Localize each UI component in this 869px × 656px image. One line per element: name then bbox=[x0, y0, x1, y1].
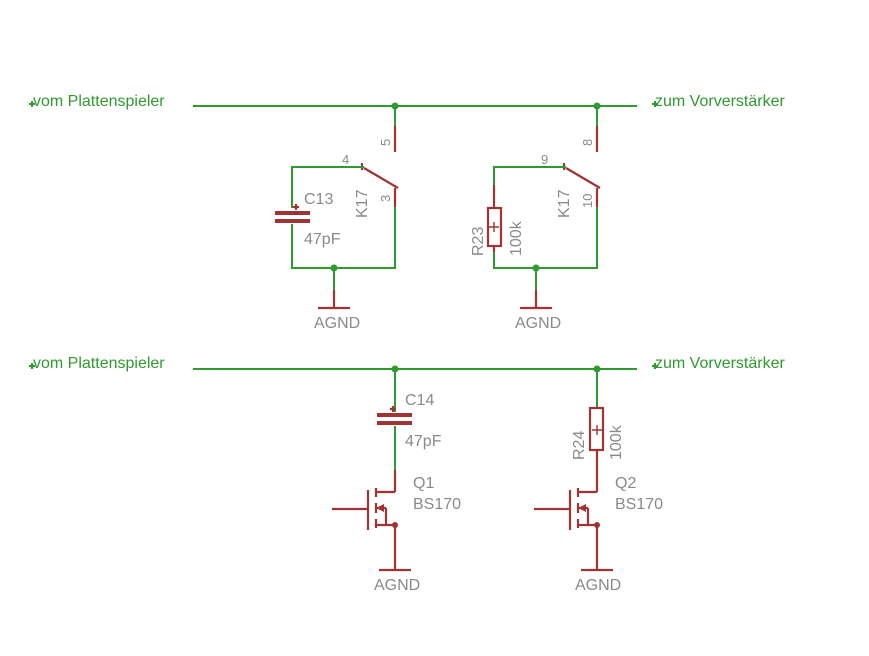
ground-label-agnd: AGND bbox=[374, 577, 420, 594]
junction-dot bbox=[391, 102, 399, 110]
wire bbox=[493, 207, 598, 269]
component-value-q1: BS170 bbox=[413, 496, 461, 513]
pin-number: 10 bbox=[580, 194, 595, 208]
ground-label-agnd: AGND bbox=[515, 315, 561, 332]
wire bbox=[291, 207, 396, 269]
junction-dot bbox=[532, 264, 540, 272]
relay-contact-k17-b bbox=[562, 126, 601, 207]
component-name-r24: R24 bbox=[571, 431, 588, 460]
ground-label-agnd: AGND bbox=[314, 315, 360, 332]
transistor-q1 bbox=[332, 470, 398, 570]
relay-contact-k17-a bbox=[360, 126, 399, 207]
junction-dot bbox=[330, 264, 338, 272]
transistor-q2 bbox=[534, 470, 600, 570]
net-label-zum-vorverstaerker-top: zum Vorverstärker bbox=[655, 93, 785, 110]
component-name-r23: R23 bbox=[470, 227, 487, 256]
junction-dot bbox=[593, 102, 601, 110]
component-value-c13: 47pF bbox=[304, 231, 341, 248]
capacitor-c14 bbox=[377, 406, 412, 425]
component-name-c13: C13 bbox=[304, 191, 333, 208]
net-label-vom-plattenspieler-bottom: vom Plattenspieler bbox=[33, 355, 165, 372]
resistor-r23 bbox=[486, 185, 503, 252]
ground-label-agnd: AGND bbox=[575, 577, 621, 594]
component-name-c14: C14 bbox=[405, 392, 434, 409]
component-name-q1: Q1 bbox=[413, 475, 434, 492]
net-label-zum-vorverstaerker-bottom: zum Vorverstärker bbox=[655, 355, 785, 372]
ground-symbol bbox=[318, 290, 350, 310]
wire bbox=[493, 166, 566, 185]
relay-label-k17-b: K17 bbox=[556, 189, 573, 218]
resistor-r24 bbox=[588, 406, 605, 452]
component-value-r23: 100k bbox=[508, 220, 525, 256]
net-label-marker bbox=[29, 363, 35, 369]
component-value-r24: 100k bbox=[608, 424, 625, 460]
net-label-marker bbox=[29, 101, 35, 107]
component-name-q2: Q2 bbox=[615, 475, 636, 492]
net-label-marker bbox=[652, 101, 658, 107]
capacitor-c13 bbox=[275, 204, 310, 223]
component-value-q2: BS170 bbox=[615, 496, 663, 513]
pin-number: 4 bbox=[342, 152, 349, 167]
relay-label-k17-a: K17 bbox=[354, 189, 371, 218]
pin-number: 3 bbox=[378, 195, 393, 202]
component-value-c14: 47pF bbox=[405, 433, 442, 450]
pin-number: 9 bbox=[541, 152, 548, 167]
net-label-vom-plattenspieler-top: vom Plattenspieler bbox=[33, 93, 165, 110]
wire bbox=[291, 166, 364, 208]
pin-number: 8 bbox=[580, 139, 595, 146]
net-label-marker bbox=[652, 363, 658, 369]
ground-symbol bbox=[520, 290, 552, 310]
pin-number: 5 bbox=[378, 139, 393, 146]
